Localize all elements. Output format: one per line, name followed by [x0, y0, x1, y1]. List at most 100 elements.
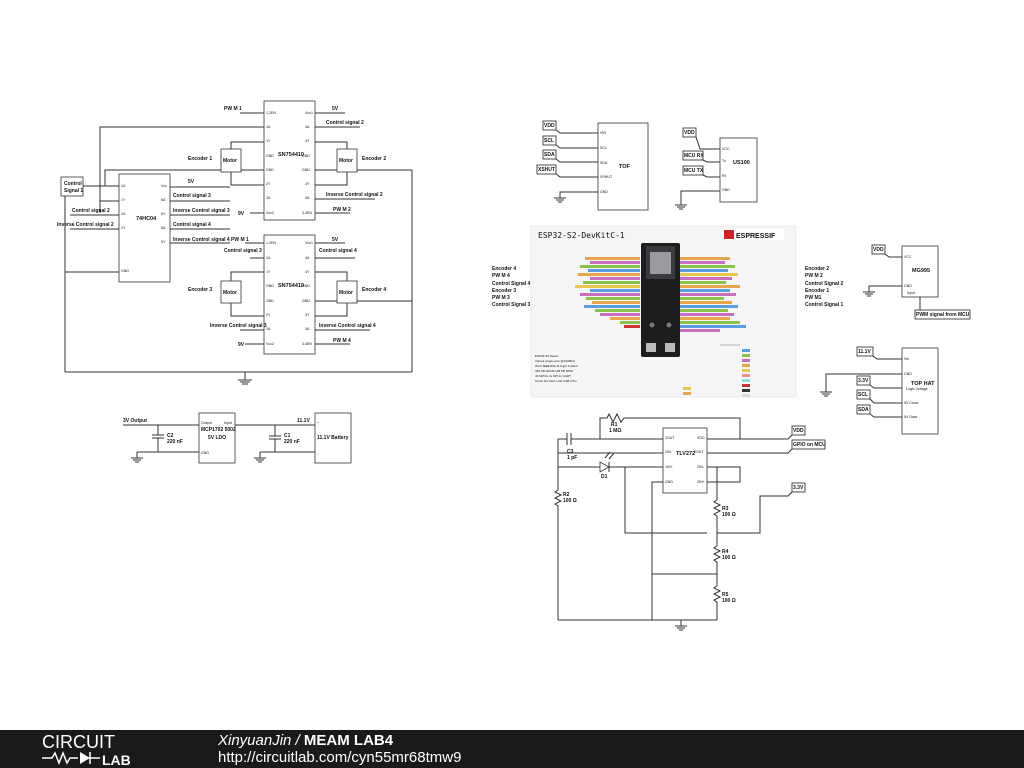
sda-tag-tof-text: SDA: [544, 152, 555, 158]
sda-tag-tophat-text: SDA: [858, 407, 869, 413]
label-3v-output: 3V Output: [123, 418, 147, 424]
svg-text:3,4EN: 3,4EN: [302, 211, 312, 215]
vdd-tag-us100: [682, 127, 697, 138]
esp32-devkit: ESP32-S2-DevKitC-1 ESPRESSIF: [492, 225, 844, 398]
svg-text:GND: GND: [266, 168, 274, 172]
esp-left-label-5: PW M 3: [492, 295, 510, 301]
gpio-mcu-tag-text: GPIO on MCU: [793, 442, 826, 448]
svg-text:GND: GND: [722, 188, 730, 192]
motor-1: [220, 148, 242, 173]
label-pwm1-bottom: PW M 1: [231, 237, 249, 243]
r4-value: 100 Ω: [722, 555, 736, 561]
svg-text:ESP32-S2 Specs: ESP32-S2 Specs: [535, 354, 559, 358]
label-inverse-control-signal-3-bottom: Inverse Control signal 3: [210, 323, 267, 329]
project-url[interactable]: http://circuitlab.com/cyn55mr68tmw9: [218, 749, 462, 766]
v33-tag-tophat: [856, 375, 871, 386]
ldo-name-line2: 5V LDO: [208, 435, 226, 441]
esp-right-label-6: Control Signal 1: [805, 302, 844, 308]
svg-text:4Y: 4Y: [305, 139, 310, 143]
label-pwm4: PW M 4: [333, 338, 351, 344]
ldo-name-line1: MCP1702 5002: [201, 427, 236, 433]
svg-text:5A: 5A: [161, 226, 166, 230]
vdd-tag-us100-text: VDD: [684, 130, 695, 136]
svg-text:SCL: SCL: [600, 146, 607, 150]
label-5v-top: 5V: [332, 106, 339, 112]
svg-text:1A: 1A: [266, 125, 271, 129]
esp-title: ESP32-S2-DevKitC-1: [538, 231, 625, 240]
esp-left-label-3: Control Signal 4: [492, 281, 531, 287]
esp-pin-bands-right: [680, 257, 746, 332]
r5-value: 100 Ω: [722, 598, 736, 604]
v33-tag-amp: [791, 482, 806, 493]
motor-2-label: Motor: [339, 158, 353, 164]
r2-label: R2: [563, 492, 570, 498]
svg-text:2A: 2A: [121, 212, 126, 216]
esp-left-label-2: PW M 4: [492, 273, 510, 279]
mcp1702-ldo: [198, 412, 236, 464]
svg-text:5V Clock: 5V Clock: [904, 401, 919, 405]
svg-text:1Y: 1Y: [266, 270, 271, 274]
svg-text:VDD: VDD: [697, 436, 705, 440]
author-link[interactable]: XinyuanJin: [218, 732, 292, 749]
tlv272-label: TLV272: [676, 451, 695, 457]
esp-right-label-3: Control Signal 2: [805, 281, 844, 287]
logic-voltage-label: Logic Voltage: [906, 387, 928, 391]
label-9v-top: 9V: [238, 211, 245, 217]
label-5v-bottom: 5V: [332, 237, 339, 243]
svg-text:2IN-: 2IN-: [697, 465, 705, 469]
svg-text:2IN+: 2IN+: [697, 480, 705, 484]
svg-text:3Y: 3Y: [305, 313, 310, 317]
esp-left-label-6: Control Signal 3: [492, 302, 531, 308]
label-control-signal-2-top: Control signal 2: [326, 120, 364, 126]
svg-text:+: +: [317, 421, 319, 425]
label-inverse-control-signal-4: Inverse Control signal 4: [173, 237, 230, 243]
mcu-tx-tag: [682, 165, 704, 176]
svg-text:GND: GND: [904, 284, 912, 288]
circuitlab-logo[interactable]: CIRCUIT LAB: [42, 732, 182, 766]
esp-right-label-1: Encoder 2: [805, 266, 829, 272]
svg-text:GND: GND: [302, 154, 310, 158]
battery-11v: [314, 412, 352, 464]
svg-text:GND: GND: [266, 299, 274, 303]
svg-text:3A: 3A: [305, 327, 310, 331]
hbridge-top-label: SN754410: [278, 152, 304, 158]
control-signal-box-line1: Control: [64, 181, 82, 187]
c3-value: 1 pF: [567, 455, 577, 461]
vdd-tag-amp: [791, 425, 806, 436]
esp-left-label-1: Encoder 4: [492, 266, 516, 272]
v33-tag-tophat-text: 3.3V: [858, 378, 869, 384]
svg-text:3,4EN: 3,4EN: [302, 342, 312, 346]
esp-pin-bands-left: [575, 257, 640, 328]
top-hat-label: TOP HAT: [911, 381, 935, 387]
xshut-tag: [536, 164, 557, 175]
esp-right-label-4: Encoder 1: [805, 288, 829, 294]
sda-tag-tophat: [856, 404, 871, 415]
svg-text:1IN+: 1IN+: [665, 465, 673, 469]
svg-text:1IN-: 1IN-: [665, 450, 673, 454]
motor-4: [336, 280, 358, 304]
r1-value: 1 MΩ: [609, 428, 621, 434]
inverter-chip-label: 74HC04: [136, 216, 157, 222]
espressif-logo: ESPRESSIF: [736, 233, 776, 240]
r3-label: R3: [722, 506, 729, 512]
vdd-tag-tof: [542, 120, 557, 131]
svg-text:3Y: 3Y: [305, 182, 310, 186]
svg-text:1A: 1A: [121, 184, 126, 188]
svg-text:2OUT: 2OUT: [694, 450, 704, 454]
c2-value: 220 nF: [167, 439, 183, 445]
svg-text:VCC: VCC: [722, 147, 730, 151]
project-title[interactable]: MEAM LAB4: [303, 732, 394, 749]
svg-text:Output: Output: [201, 421, 212, 425]
svg-text:GND: GND: [665, 480, 673, 484]
74hc04-chip: [118, 173, 171, 283]
us100-sensor: [719, 137, 758, 203]
scl-tag-tophat-text: SCL: [858, 392, 868, 398]
svg-text:1,2EN: 1,2EN: [266, 241, 276, 245]
svg-text:320 KB SRAM 128 KB ROM: 320 KB SRAM 128 KB ROM: [535, 369, 573, 373]
scl-tag-tof: [542, 135, 557, 146]
label-5v-a: 5V: [188, 179, 195, 185]
svg-text:2Y: 2Y: [266, 313, 271, 317]
